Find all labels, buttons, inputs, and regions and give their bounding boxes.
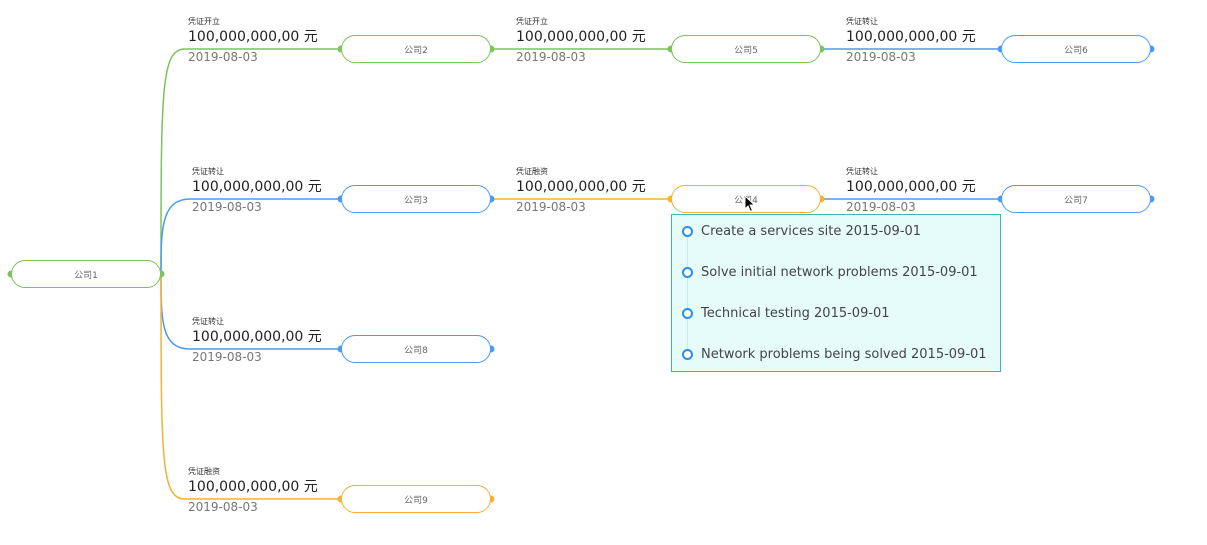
node-label: 公司3 bbox=[404, 195, 428, 206]
timeline-text: Create a services site 2015-09-01 bbox=[701, 223, 922, 239]
node-company-6[interactable]: 公司6 bbox=[1001, 35, 1151, 63]
edge-amount: 100,000,000,00 元 bbox=[192, 179, 322, 195]
timeline-item: Solve initial network problems 2015-09-0… bbox=[682, 262, 978, 282]
timeline-item: Network problems being solved 2015-09-01 bbox=[682, 344, 987, 364]
node-label: 公司5 bbox=[734, 45, 758, 56]
edge-line-1-2 bbox=[160, 48, 341, 275]
edge-date: 2019-08-03 bbox=[188, 500, 258, 514]
timeline-dot-icon bbox=[682, 307, 693, 319]
edge-label-5-6: 凭证转让 100,000,000,00 元 2019-08-03 bbox=[846, 17, 976, 64]
edge-date: 2019-08-03 bbox=[192, 350, 262, 364]
node-tooltip: Create a services site 2015-09-01 Solve … bbox=[671, 214, 1001, 372]
mouse-cursor-icon bbox=[744, 195, 756, 213]
node-label: 公司1 bbox=[74, 270, 98, 281]
node-label: 公司8 bbox=[404, 345, 428, 356]
edge-label-1-8: 凭证转让 100,000,000,00 元 2019-08-03 bbox=[192, 317, 322, 364]
edge-amount: 100,000,000,00 元 bbox=[188, 29, 318, 45]
timeline-line bbox=[687, 231, 688, 354]
edge-label-1-3: 凭证转让 100,000,000,00 元 2019-08-03 bbox=[192, 167, 322, 214]
edge-date: 2019-08-03 bbox=[516, 50, 586, 64]
edge-date: 2019-08-03 bbox=[516, 200, 586, 214]
node-company-2[interactable]: 公司2 bbox=[341, 35, 491, 63]
edge-amount: 100,000,000,00 元 bbox=[192, 329, 322, 345]
edge-type: 凭证转让 bbox=[192, 317, 224, 326]
edge-line-1-3 bbox=[160, 198, 341, 275]
edge-date: 2019-08-03 bbox=[188, 50, 258, 64]
edge-type: 凭证融资 bbox=[516, 167, 548, 176]
node-label: 公司2 bbox=[404, 45, 428, 56]
edge-amount: 100,000,000,00 元 bbox=[516, 179, 646, 195]
node-company-9[interactable]: 公司9 bbox=[341, 485, 491, 513]
timeline-text: Network problems being solved 2015-09-01 bbox=[701, 346, 987, 362]
timeline-dot-icon bbox=[682, 225, 693, 237]
timeline-text: Technical testing 2015-09-01 bbox=[701, 305, 890, 321]
edge-type: 凭证融资 bbox=[188, 467, 220, 476]
edge-amount: 100,000,000,00 元 bbox=[188, 479, 318, 495]
node-company-8[interactable]: 公司8 bbox=[341, 335, 491, 363]
edge-label-3-4: 凭证融资 100,000,000,00 元 2019-08-03 bbox=[516, 167, 646, 214]
timeline-dot-icon bbox=[682, 266, 693, 278]
edge-date: 2019-08-03 bbox=[192, 200, 262, 214]
edge-type: 凭证转让 bbox=[846, 17, 878, 26]
edge-date: 2019-08-03 bbox=[846, 200, 916, 214]
timeline-item: Technical testing 2015-09-01 bbox=[682, 303, 890, 323]
node-company-5[interactable]: 公司5 bbox=[671, 35, 821, 63]
edge-date: 2019-08-03 bbox=[846, 50, 916, 64]
node-label: 公司6 bbox=[1064, 45, 1088, 56]
edge-label-1-2: 凭证开立 100,000,000,00 元 2019-08-03 bbox=[188, 17, 318, 64]
node-label: 公司7 bbox=[1064, 195, 1088, 206]
edge-label-4-7: 凭证转让 100,000,000,00 元 2019-08-03 bbox=[846, 167, 976, 214]
node-company-3[interactable]: 公司3 bbox=[341, 185, 491, 213]
edge-amount: 100,000,000,00 元 bbox=[516, 29, 646, 45]
edge-label-1-9: 凭证融资 100,000,000,00 元 2019-08-03 bbox=[188, 467, 318, 514]
node-company-1[interactable]: 公司1 bbox=[11, 260, 161, 288]
edge-type: 凭证开立 bbox=[188, 17, 220, 26]
timeline-text: Solve initial network problems 2015-09-0… bbox=[701, 264, 978, 280]
edge-amount: 100,000,000,00 元 bbox=[846, 179, 976, 195]
timeline-dot-icon bbox=[682, 348, 693, 360]
edge-label-2-5: 凭证开立 100,000,000,00 元 2019-08-03 bbox=[516, 17, 646, 64]
edge-type: 凭证开立 bbox=[516, 17, 548, 26]
node-company-7[interactable]: 公司7 bbox=[1001, 185, 1151, 213]
timeline-item: Create a services site 2015-09-01 bbox=[682, 221, 921, 241]
edge-line-1-9 bbox=[160, 273, 341, 500]
node-label: 公司9 bbox=[404, 495, 428, 506]
edge-amount: 100,000,000,00 元 bbox=[846, 29, 976, 45]
edge-type: 凭证转让 bbox=[192, 167, 224, 176]
edge-type: 凭证转让 bbox=[846, 167, 878, 176]
